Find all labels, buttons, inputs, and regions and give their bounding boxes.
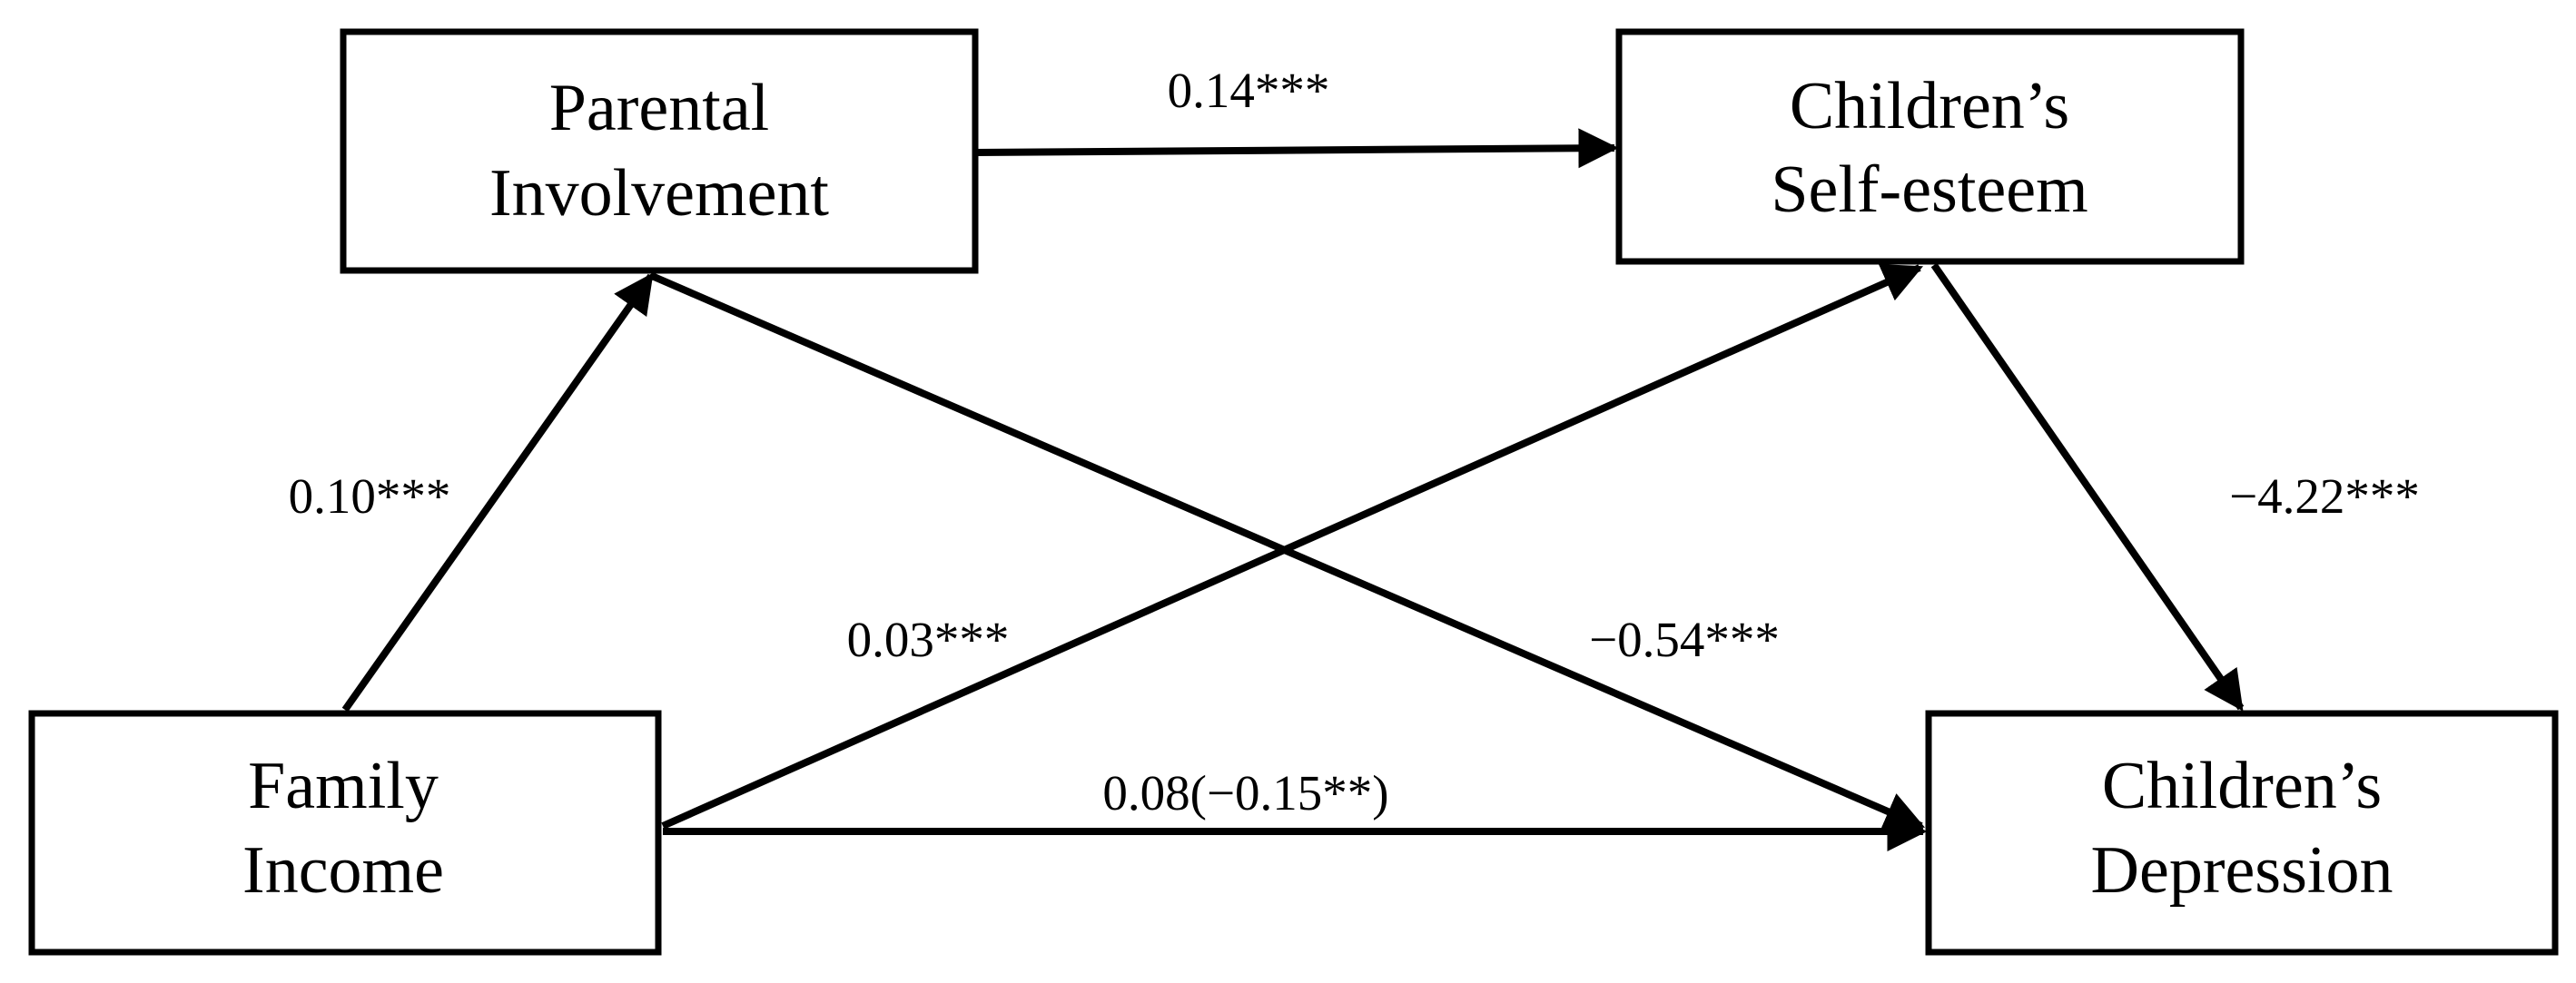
node-parental-involvement: Parental Involvement bbox=[340, 28, 979, 274]
node-box bbox=[28, 710, 662, 956]
node-box bbox=[340, 28, 979, 274]
node-label-line2: Income bbox=[242, 833, 444, 908]
edge-parental-to-self-esteem bbox=[975, 128, 1619, 169]
edge-labels: 0.14*** 0.10*** 0.03*** −0.54*** −4.22**… bbox=[289, 63, 2420, 821]
node-box bbox=[1615, 28, 2245, 265]
node-label-line2: Involvement bbox=[489, 156, 829, 231]
edge-parental-to-depression bbox=[650, 272, 1926, 831]
edge-self-esteem-to-depression bbox=[1930, 262, 2245, 712]
edge-label-parental-to-self-esteem: 0.14*** bbox=[1168, 63, 1330, 118]
edge-income-to-self-esteem bbox=[661, 263, 1924, 830]
edge-label-income-to-depression: 0.08(−0.15**) bbox=[1102, 765, 1388, 821]
edge-income-to-parental bbox=[341, 272, 655, 713]
node-label-line2: Self-esteem bbox=[1771, 152, 2087, 227]
edge-label-income-to-self-esteem: 0.03*** bbox=[847, 612, 1010, 667]
node-childrens-depression: Children’s Depression bbox=[1925, 710, 2559, 956]
edges bbox=[341, 128, 2245, 851]
node-childrens-self-esteem: Children’s Self-esteem bbox=[1615, 28, 2245, 265]
node-label-line1: Children’s bbox=[2102, 749, 2382, 823]
node-label-line2: Depression bbox=[2091, 833, 2393, 908]
node-family-income: Family Income bbox=[28, 710, 662, 956]
edge-label-income-to-parental: 0.10*** bbox=[289, 468, 451, 524]
node-box bbox=[1925, 710, 2559, 956]
edge-label-self-esteem-to-depression: −4.22*** bbox=[2229, 468, 2420, 524]
node-label-line1: Parental bbox=[549, 71, 769, 145]
edge-label-parental-to-depression: −0.54*** bbox=[1589, 612, 1780, 667]
node-label-line1: Children’s bbox=[1790, 69, 2069, 143]
node-label-line1: Family bbox=[248, 749, 439, 823]
